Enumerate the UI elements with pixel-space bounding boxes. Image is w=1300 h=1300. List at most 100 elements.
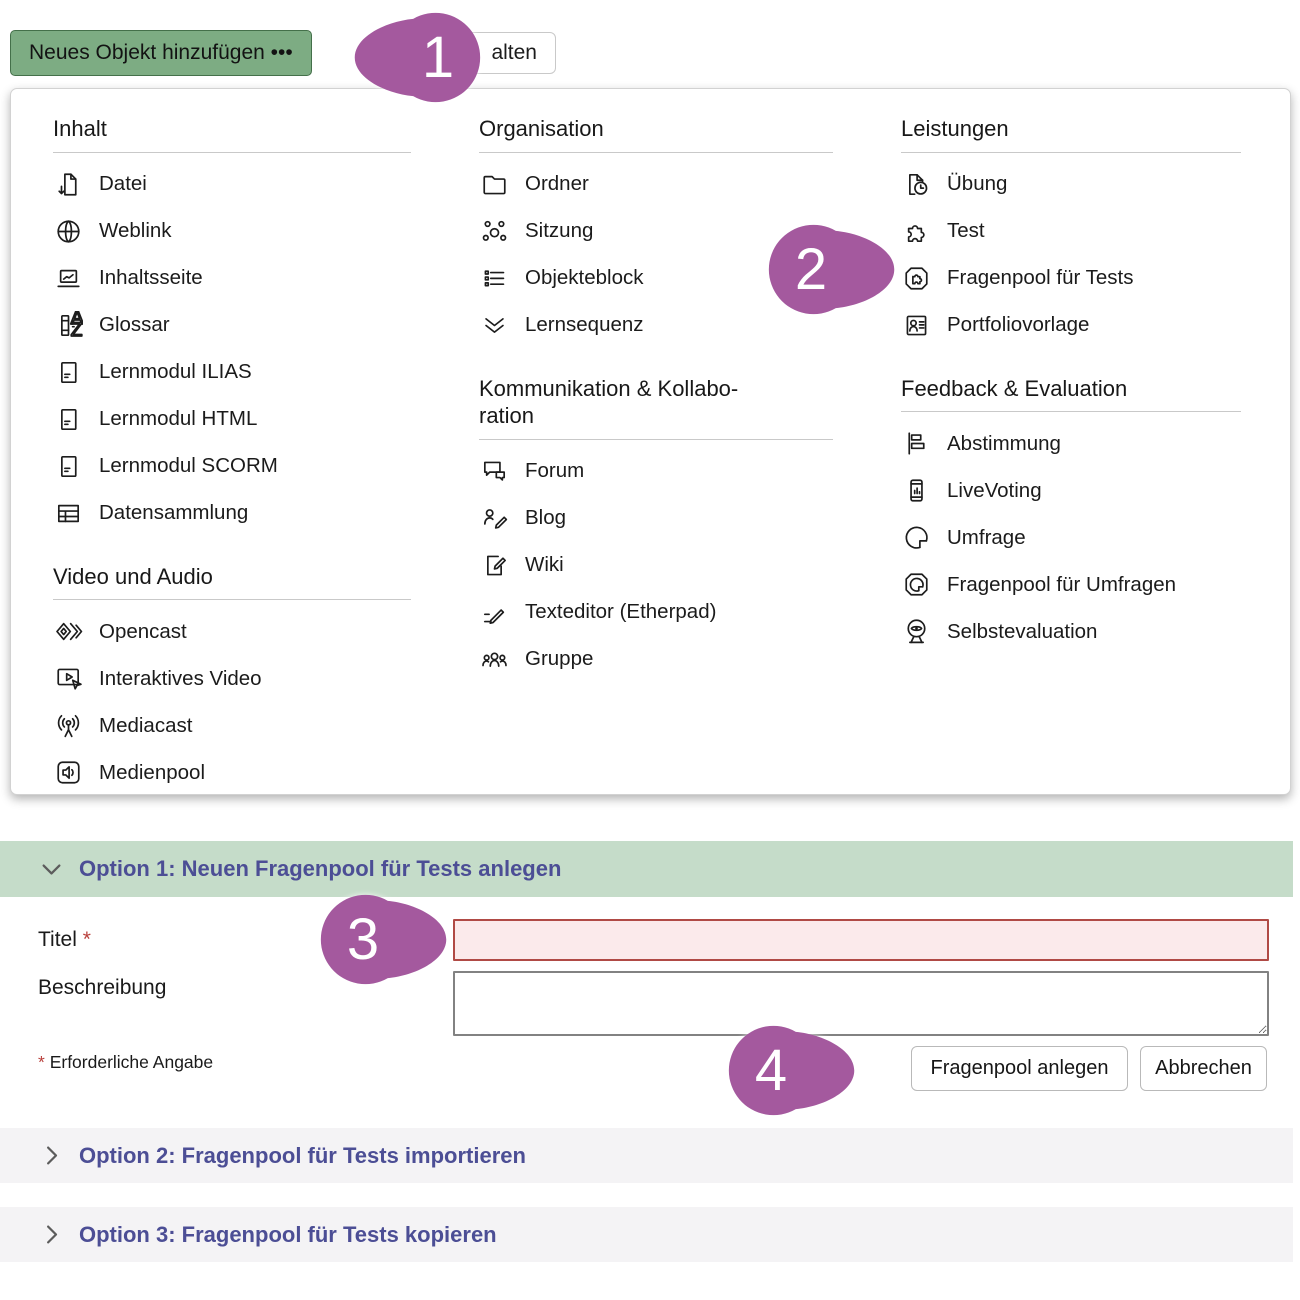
menu-item-lernmodul[interactable]: Lernmodul SCORM bbox=[53, 443, 411, 490]
medienpool-icon bbox=[53, 758, 83, 788]
menu-item-label: Opencast bbox=[99, 619, 187, 643]
sitzung-icon bbox=[479, 216, 509, 246]
secondary-toolbar-button[interactable]: alten bbox=[370, 32, 556, 74]
menu-item-label: Lernmodul HTML bbox=[99, 407, 258, 430]
menu-item-label: Übung bbox=[947, 172, 1008, 195]
menu-item-blog[interactable]: Blog bbox=[479, 495, 833, 542]
menu-item-datei[interactable]: Datei bbox=[53, 161, 411, 208]
menu-item-gruppe[interactable]: Gruppe bbox=[479, 636, 833, 683]
menu-item-label: Inhaltsseite bbox=[99, 266, 203, 289]
menu-item-label: Umfrage bbox=[947, 525, 1026, 549]
menu-item-datensammlung[interactable]: Datensammlung bbox=[53, 490, 411, 537]
menu-item-sitzung[interactable]: Sitzung bbox=[479, 208, 833, 255]
menu-item-label: Medienpool bbox=[99, 760, 205, 784]
accordion-option1-header[interactable]: Option 1: Neuen Fragenpool für Tests anl… bbox=[0, 841, 1293, 897]
menu-item-lernmodul[interactable]: Lernmodul HTML bbox=[53, 396, 411, 443]
callout-badge-3: 3 bbox=[318, 892, 451, 987]
menu-item-label: Fragenpool für Tests bbox=[947, 266, 1134, 289]
menu-item-label: Lernsequenz bbox=[525, 313, 644, 336]
menu-item-portfoliovorlage[interactable]: Portfoliovorlage bbox=[901, 302, 1241, 349]
wiki-icon bbox=[479, 550, 509, 580]
menu-item-test[interactable]: Test bbox=[901, 208, 1241, 255]
menu-item-label: Ordner bbox=[525, 172, 589, 195]
required-note: * Erforderliche Angabe bbox=[38, 1052, 214, 1072]
abstimmung-icon bbox=[901, 429, 931, 459]
required-asterisk: * bbox=[38, 1052, 45, 1072]
menu-item-selbstevaluation[interactable]: Selbstevaluation bbox=[901, 608, 1241, 655]
menu-item-umfrage[interactable]: Umfrage bbox=[901, 514, 1241, 561]
lernmodul-icon bbox=[53, 451, 83, 481]
menu-section-title: Kommunikation & Kollabo- ration bbox=[479, 369, 833, 440]
chevron-right-icon bbox=[38, 1221, 65, 1248]
blog-icon bbox=[479, 503, 509, 533]
menu-item-uebung[interactable]: Übung bbox=[901, 161, 1241, 208]
menu-item-label: Portfoliovorlage bbox=[947, 313, 1090, 336]
menu-item-forum[interactable]: Forum bbox=[479, 448, 833, 495]
description-field-label: Beschreibung bbox=[38, 976, 167, 999]
menu-item-weblink[interactable]: Weblink bbox=[53, 208, 411, 255]
accordion-option1-title: Option 1: Neuen Fragenpool für Tests anl… bbox=[79, 856, 562, 881]
menu-item-inhaltsseite[interactable]: Inhaltsseite bbox=[53, 255, 411, 302]
menu-item-livevoting[interactable]: LiveVoting bbox=[901, 467, 1241, 514]
badge-number: 3 bbox=[346, 907, 380, 972]
menu-item-label: Mediacast bbox=[99, 713, 193, 737]
inhaltsseite-icon bbox=[53, 263, 83, 293]
mediacast-icon bbox=[53, 711, 83, 741]
fragenpool-tests-icon bbox=[901, 263, 931, 293]
selbstevaluation-icon bbox=[901, 617, 931, 647]
title-field-label: Titel * bbox=[38, 928, 91, 951]
accordion-option2-header[interactable]: Option 2: Fragenpool für Tests importier… bbox=[0, 1128, 1293, 1183]
menu-item-fragenpool-umfragen[interactable]: Fragenpool für Umfragen bbox=[901, 561, 1241, 608]
menu-item-mediacast[interactable]: Mediacast bbox=[53, 702, 411, 749]
glossar-icon bbox=[53, 310, 83, 340]
menu-item-ordner[interactable]: Ordner bbox=[479, 161, 833, 208]
create-question-pool-button[interactable]: Fragenpool anlegen bbox=[911, 1046, 1128, 1091]
menu-item-interaktives-video[interactable]: Interaktives Video bbox=[53, 655, 411, 702]
menu-item-medienpool[interactable]: Medienpool bbox=[53, 749, 411, 796]
menu-item-label: Weblink bbox=[99, 219, 172, 242]
menu-item-label: LiveVoting bbox=[947, 478, 1042, 502]
menu-item-glossar[interactable]: Glossar bbox=[53, 302, 411, 349]
accordion-option2-title: Option 2: Fragenpool für Tests importier… bbox=[79, 1142, 526, 1168]
fragenpool-umfragen-icon bbox=[901, 570, 931, 600]
gruppe-icon bbox=[479, 644, 509, 674]
weblink-icon bbox=[53, 216, 83, 246]
cancel-button[interactable]: Abbrechen bbox=[1140, 1046, 1267, 1091]
objekteblock-icon bbox=[479, 263, 509, 293]
badge-number: 4 bbox=[754, 1038, 788, 1103]
callout-badge-4: 4 bbox=[726, 1023, 859, 1118]
livevoting-icon bbox=[901, 476, 931, 506]
lernmodul-icon bbox=[53, 404, 83, 434]
menu-item-lernsequenz[interactable]: Lernsequenz bbox=[479, 302, 833, 349]
description-textarea[interactable] bbox=[453, 971, 1269, 1036]
menu-item-label: Lernmodul ILIAS bbox=[99, 360, 252, 383]
add-new-object-button[interactable]: Neues Objekt hinzufügen ••• bbox=[10, 30, 312, 76]
menu-item-lernmodul[interactable]: Lernmodul ILIAS bbox=[53, 349, 411, 396]
forum-icon bbox=[479, 456, 509, 486]
chevron-right-icon bbox=[38, 1142, 65, 1169]
uebung-icon bbox=[901, 169, 931, 199]
menu-item-fragenpool-tests[interactable]: Fragenpool für Tests bbox=[901, 255, 1241, 302]
accordion-option3-header[interactable]: Option 3: Fragenpool für Tests kopieren bbox=[0, 1207, 1293, 1262]
menu-item-label: Glossar bbox=[99, 313, 170, 336]
menu-item-abstimmung[interactable]: Abstimmung bbox=[901, 420, 1241, 467]
test-icon bbox=[901, 216, 931, 246]
texteditor-icon bbox=[479, 597, 509, 627]
menu-item-texteditor[interactable]: Texteditor (Etherpad) bbox=[479, 589, 833, 636]
title-input[interactable] bbox=[453, 919, 1269, 961]
chevron-down-icon bbox=[38, 856, 65, 883]
menu-item-label: Abstimmung bbox=[947, 431, 1061, 455]
opencast-icon bbox=[53, 617, 83, 647]
menu-item-wiki[interactable]: Wiki bbox=[479, 542, 833, 589]
menu-section-title: Inhalt bbox=[53, 109, 411, 153]
menu-item-opencast[interactable]: Opencast bbox=[53, 608, 411, 655]
menu-item-objekteblock[interactable]: Objekteblock bbox=[479, 255, 833, 302]
